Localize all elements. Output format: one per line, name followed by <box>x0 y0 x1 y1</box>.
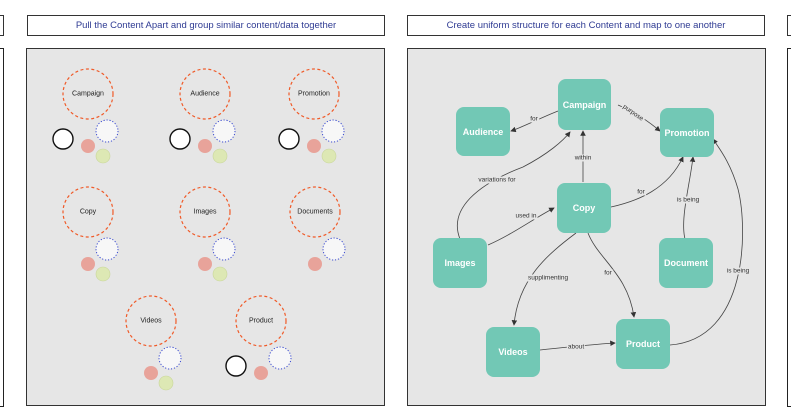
edge-label-about: about <box>566 343 586 351</box>
group-product-salmon-circle <box>254 366 268 380</box>
group-copy-dashed-circle <box>62 186 114 238</box>
group-documents-dashed-circle <box>289 186 341 238</box>
group-label-product: Product <box>248 317 274 325</box>
edge-copy-videos <box>511 232 577 326</box>
group-campaign-dashed-circle <box>62 68 114 120</box>
group-audience-black-circle <box>169 128 191 150</box>
edge-label-used-in: used in <box>514 212 538 220</box>
group-images-dashed-circle <box>179 186 231 238</box>
edge-copy-product <box>587 232 637 318</box>
left-edge-frame <box>0 48 4 407</box>
group-label-audience: Audience <box>190 90 220 98</box>
left-panel-title: Pull the Content Apart and group similar… <box>27 15 385 36</box>
group-label-images: Images <box>193 208 217 216</box>
group-promotion-black-circle <box>278 128 300 150</box>
group-audience-salmon-circle <box>198 139 212 153</box>
edge-label-supplimenting: supplimenting <box>526 274 570 282</box>
group-images-green-circle <box>212 266 228 282</box>
group-audience-green-circle <box>212 148 228 164</box>
node-videos: Videos <box>486 327 540 377</box>
group-promotion-dashed-circle <box>288 68 340 120</box>
edge-label-for-audience: for <box>529 115 539 123</box>
group-label-promotion: Promotion <box>298 90 330 98</box>
edge-label-variations-for: variations for <box>477 176 517 184</box>
group-label-campaign: Campaign <box>72 90 104 98</box>
group-campaign-dotted-circle <box>95 119 119 143</box>
group-label-documents: Documents <box>297 208 333 216</box>
edge-label-is-being-document: is being <box>675 196 701 204</box>
group-audience-dotted-circle <box>212 119 236 143</box>
right-edge-frame <box>787 48 791 407</box>
node-campaign: Campaign <box>558 79 611 130</box>
right-panel: Campaign Audience Promotion Copy Images … <box>407 48 766 406</box>
group-product-dashed-circle <box>235 295 287 347</box>
group-label-videos: Videos <box>140 317 162 325</box>
group-copy-salmon-circle <box>81 257 95 271</box>
right-panel-title: Create uniform structure for each Conten… <box>407 15 765 36</box>
group-videos-salmon-circle <box>144 366 158 380</box>
node-copy: Copy <box>557 183 611 233</box>
group-product-dotted-circle <box>268 346 292 370</box>
edge-label-is-being-product: is being <box>725 267 751 275</box>
edge-images-copy <box>487 207 555 246</box>
group-copy-dotted-circle <box>95 237 119 261</box>
group-videos-dotted-circle <box>158 346 182 370</box>
group-videos-green-circle <box>158 375 174 391</box>
edge-label-for-product: for <box>603 269 613 277</box>
group-label-copy: Copy <box>79 208 97 216</box>
group-product-black-circle <box>225 355 247 377</box>
group-documents-salmon-circle <box>308 257 322 271</box>
group-promotion-salmon-circle <box>307 139 321 153</box>
group-campaign-green-circle <box>95 148 111 164</box>
group-images-dotted-circle <box>212 237 236 261</box>
group-images-salmon-circle <box>198 257 212 271</box>
node-document: Document <box>659 238 713 288</box>
group-campaign-salmon-circle <box>81 139 95 153</box>
edge-product-promotion <box>669 138 743 346</box>
edge-campaign-audience <box>510 110 559 133</box>
edge-copy-promotion <box>610 156 684 208</box>
group-promotion-dotted-circle <box>321 119 345 143</box>
edge-images-campaign <box>457 131 571 240</box>
group-audience-dashed-circle <box>179 68 231 120</box>
grouping-diagram <box>52 68 346 391</box>
group-campaign-black-circle <box>52 128 74 150</box>
group-copy-green-circle <box>95 266 111 282</box>
node-product: Product <box>616 319 670 369</box>
node-images: Images <box>433 238 487 288</box>
edge-label-within: within <box>573 154 593 162</box>
edge-label-for-promotion: for <box>636 188 646 196</box>
relationship-edges <box>457 104 743 351</box>
right-edge-title <box>787 15 791 36</box>
group-documents-dotted-circle <box>322 237 346 261</box>
group-promotion-green-circle <box>321 148 337 164</box>
left-edge-title <box>0 15 4 36</box>
group-videos-dashed-circle <box>125 295 177 347</box>
node-promotion: Promotion <box>660 108 714 157</box>
node-audience: Audience <box>456 107 510 156</box>
